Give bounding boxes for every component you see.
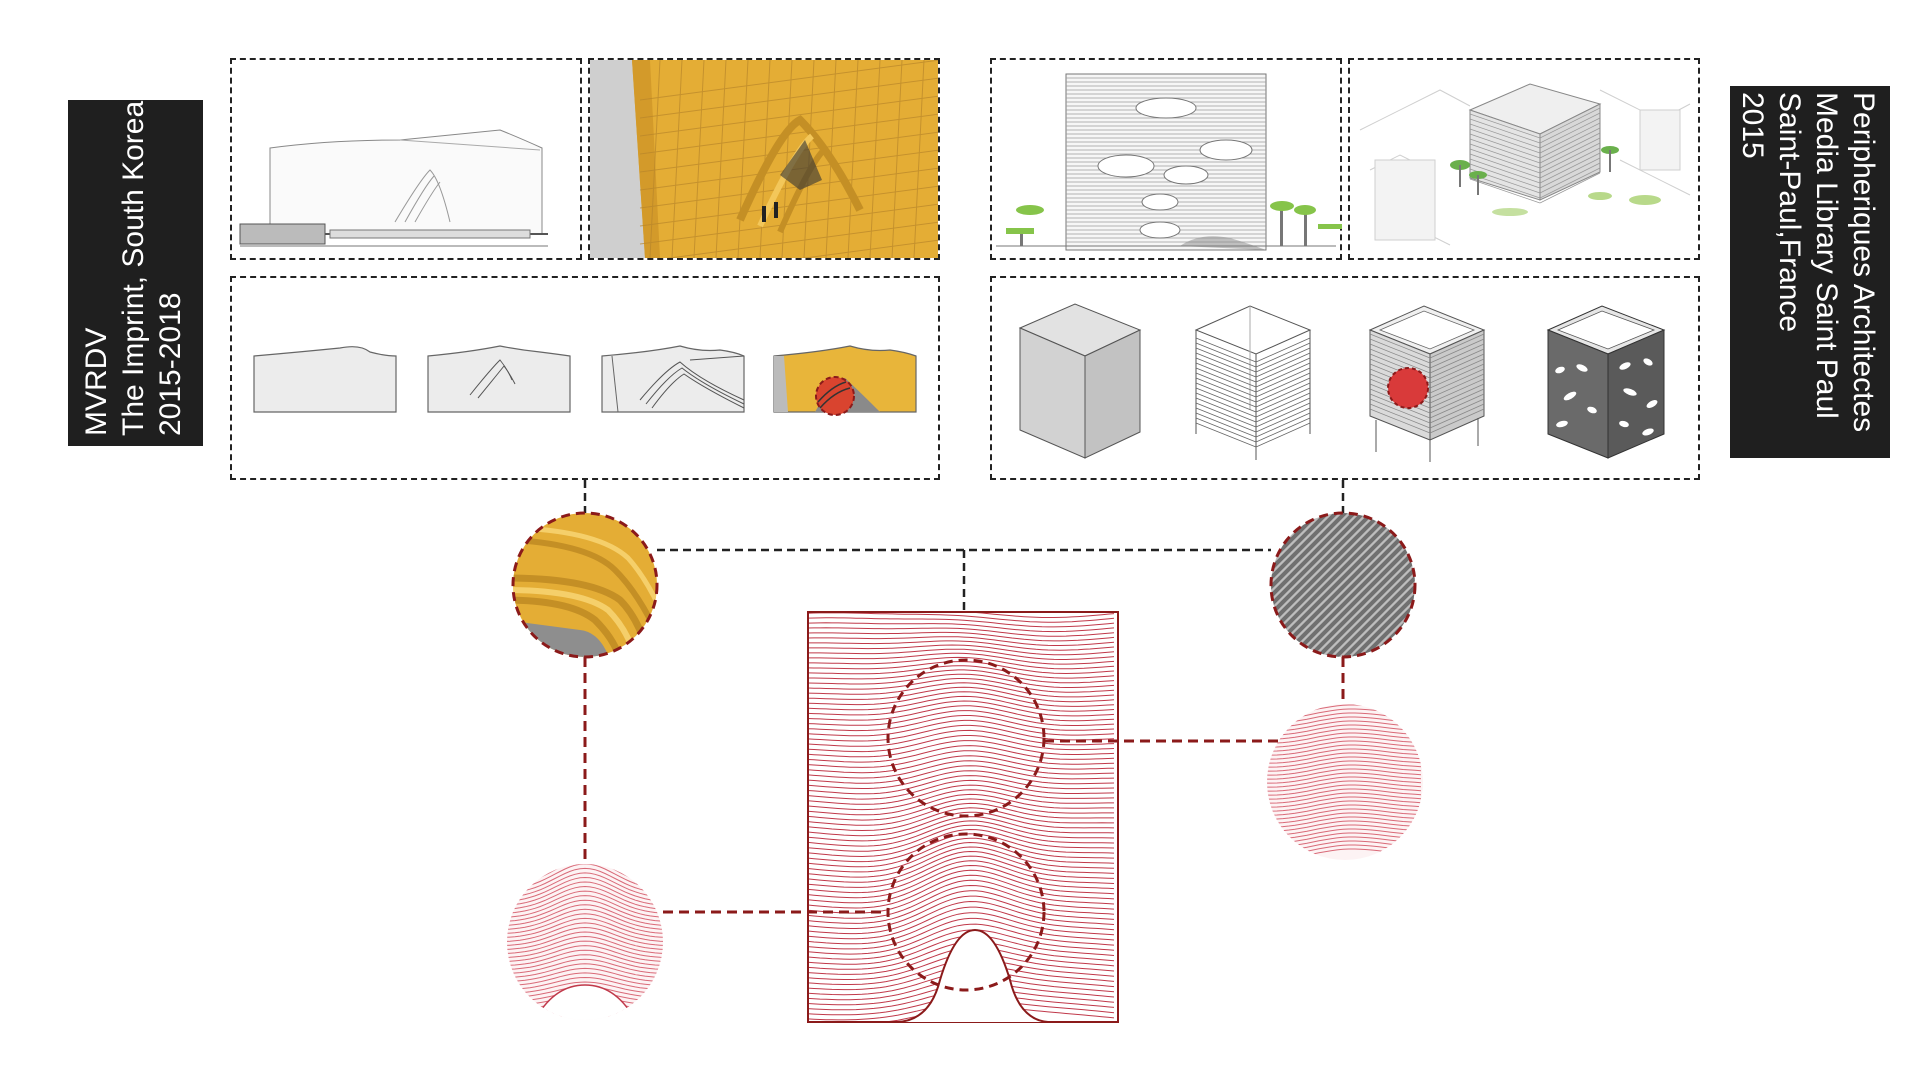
right-diagram-frame <box>990 276 1700 480</box>
right-project-label: Peripheriques Architectes Media Library … <box>1730 86 1890 458</box>
media-library-detail-circle <box>1269 511 1417 659</box>
imprint-detail-circle <box>511 511 659 659</box>
media-library-step-structure <box>1194 305 1312 460</box>
pattern-detail-circle-left <box>507 864 663 1020</box>
left-diagram-frame <box>230 276 940 480</box>
media-library-elevation <box>996 73 1342 251</box>
pattern-detail-circle-right <box>1267 704 1423 860</box>
black-connectors <box>583 480 1345 612</box>
red-connectors <box>583 657 1345 914</box>
pattern-panel <box>807 611 1119 1023</box>
left-project-label: MVRDV The Imprint, South Korea 2015-2018 <box>68 100 203 446</box>
imprint-process-step-4 <box>773 345 917 416</box>
right-axonometric-frame <box>1348 58 1700 260</box>
imprint-process-step-3 <box>601 345 745 413</box>
media-library-step-solid <box>1018 303 1142 459</box>
imprint-process-step-2 <box>427 345 571 413</box>
left-elevation-frame <box>230 58 582 260</box>
imprint-elevation-drawing <box>239 129 548 247</box>
media-library-step-perforated <box>1546 305 1666 459</box>
media-library-step-facade <box>1368 305 1486 462</box>
left-render-frame <box>588 58 940 260</box>
right-elevation-frame <box>990 58 1342 260</box>
imprint-facade-render <box>590 60 938 258</box>
media-library-axonometric <box>1359 83 1691 246</box>
imprint-process-step-1 <box>253 346 397 413</box>
